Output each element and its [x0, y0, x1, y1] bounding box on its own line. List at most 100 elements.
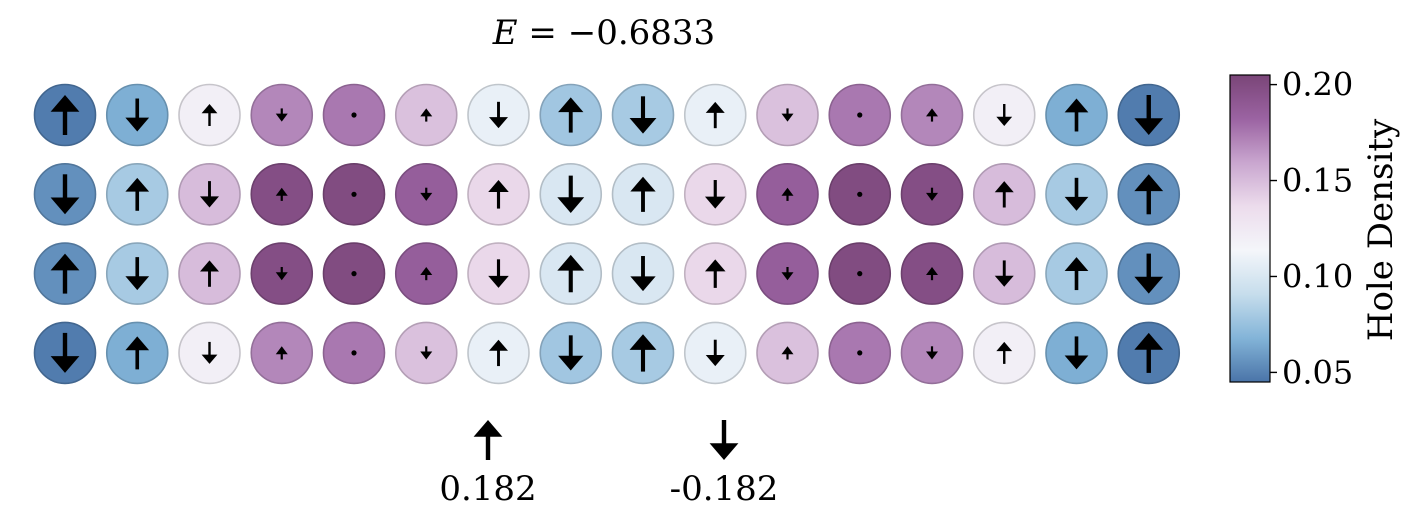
site-r4-c5	[322, 321, 386, 385]
legend-arrow	[709, 420, 739, 460]
spin-arrow-head	[125, 117, 150, 132]
site-r4-c7	[467, 321, 530, 385]
site-r4-c12	[828, 321, 892, 385]
legend-arrow-head	[709, 443, 739, 460]
site-r1-c13	[900, 83, 964, 147]
colorbar-tick-label: 0.20	[1282, 66, 1353, 104]
colorbar-tick-label: 0.10	[1282, 257, 1353, 295]
colorbar-label: Hole Density	[1361, 118, 1401, 341]
legend-item-1: 0.182	[439, 420, 537, 509]
site-r3-c6	[394, 242, 458, 305]
site-r1-c14	[972, 83, 1036, 147]
colorbar: 0.050.100.150.20 Hole Density	[1229, 66, 1401, 391]
spin-arrow	[275, 267, 288, 281]
spin-arrow	[125, 98, 150, 132]
spin-arrow-head	[704, 196, 726, 209]
site-r4-c13	[900, 321, 964, 385]
spin-arrow	[630, 176, 656, 212]
spin-legend: 0.182-0.182	[439, 420, 778, 509]
spin-arrow-dot	[351, 271, 357, 277]
spin-arrow	[50, 332, 80, 373]
site-r3-c12	[828, 242, 892, 305]
spin-arrow-head	[275, 272, 288, 281]
spin-arrow	[926, 108, 938, 122]
spin-arrow-head	[275, 346, 288, 355]
spin-arrow-head	[629, 334, 657, 350]
site-r3-c10	[683, 242, 747, 305]
site-r4-c2	[105, 321, 169, 385]
spin-arrow	[926, 187, 938, 201]
colorbar-scale	[1229, 74, 1271, 383]
spin-arrow	[125, 336, 150, 370]
site-r1-c8	[539, 83, 603, 147]
spin-arrow	[926, 346, 938, 360]
spin-arrow-head	[926, 351, 938, 360]
site-r2-c13	[900, 163, 964, 226]
spin-arrow-head	[629, 117, 657, 134]
spin-arrow-dot	[857, 271, 863, 277]
site-r3-c13	[900, 242, 964, 305]
site-r4-c9	[611, 321, 675, 385]
site-grid	[33, 83, 1181, 385]
spin-arrow	[1134, 253, 1164, 294]
site-r4-c8	[539, 321, 603, 385]
site-r3-c1	[33, 242, 97, 305]
site-r2-c3	[178, 163, 241, 226]
spin-arrow-head	[781, 272, 794, 281]
spin-arrow-dot	[857, 350, 863, 356]
spin-arrow-head	[50, 253, 80, 271]
site-r1-c9	[611, 83, 675, 147]
spin-arrow-head	[996, 116, 1013, 126]
site-r4-c4	[250, 321, 314, 385]
spin-arrow-head	[630, 176, 656, 192]
spin-arrow	[420, 267, 433, 281]
spin-arrow	[996, 341, 1013, 364]
site-r2-c1	[33, 163, 97, 226]
site-r4-c15	[1045, 321, 1108, 385]
spin-arrow	[1064, 177, 1089, 211]
site-r1-c15	[1045, 83, 1108, 147]
spin-arrow-head	[420, 192, 433, 201]
spin-arrow-head	[420, 108, 433, 117]
site-r3-c7	[467, 242, 530, 305]
spin-arrow-head	[705, 101, 725, 113]
spin-arrow	[629, 334, 657, 372]
spin-arrow	[781, 187, 794, 201]
spin-arrow-head	[1134, 118, 1164, 135]
spin-arrow	[125, 177, 150, 211]
spin-arrow-head	[1064, 196, 1089, 211]
spin-arrow-head	[557, 197, 585, 213]
spin-arrow-head	[200, 196, 219, 208]
site-r1-c4	[250, 83, 314, 147]
site-r2-c10	[683, 163, 747, 226]
site-r4-c11	[756, 321, 819, 385]
site-r4-c14	[972, 321, 1036, 385]
spin-arrow	[275, 108, 288, 122]
spin-arrow-head	[200, 260, 219, 272]
spin-arrow	[994, 181, 1014, 208]
site-r3-c8	[539, 242, 603, 305]
spin-arrow-head	[994, 181, 1014, 193]
spin-arrow	[488, 180, 509, 209]
spin-arrow	[275, 346, 288, 360]
site-r3-c5	[322, 242, 386, 305]
spin-arrow-head	[275, 113, 288, 122]
spin-arrow-head	[558, 97, 584, 113]
spin-arrow	[201, 104, 218, 126]
site-r2-c9	[611, 163, 675, 226]
spin-arrow	[926, 267, 938, 281]
spin-arrow	[489, 339, 508, 367]
spin-arrow-head	[704, 259, 726, 272]
spin-arrow	[1064, 257, 1089, 291]
spin-arrow	[420, 187, 433, 201]
site-r1-c5	[322, 83, 386, 147]
site-r3-c9	[611, 242, 675, 305]
chart-title: E = −0.6833	[492, 13, 715, 53]
spin-arrow-head	[926, 108, 938, 117]
spin-arrow-head	[420, 351, 433, 360]
spin-arrow-head	[996, 341, 1013, 352]
spin-arrow	[996, 104, 1013, 126]
spin-arrow-head	[489, 339, 508, 351]
spin-arrow-head	[558, 355, 584, 371]
spin-arrow	[558, 97, 584, 133]
